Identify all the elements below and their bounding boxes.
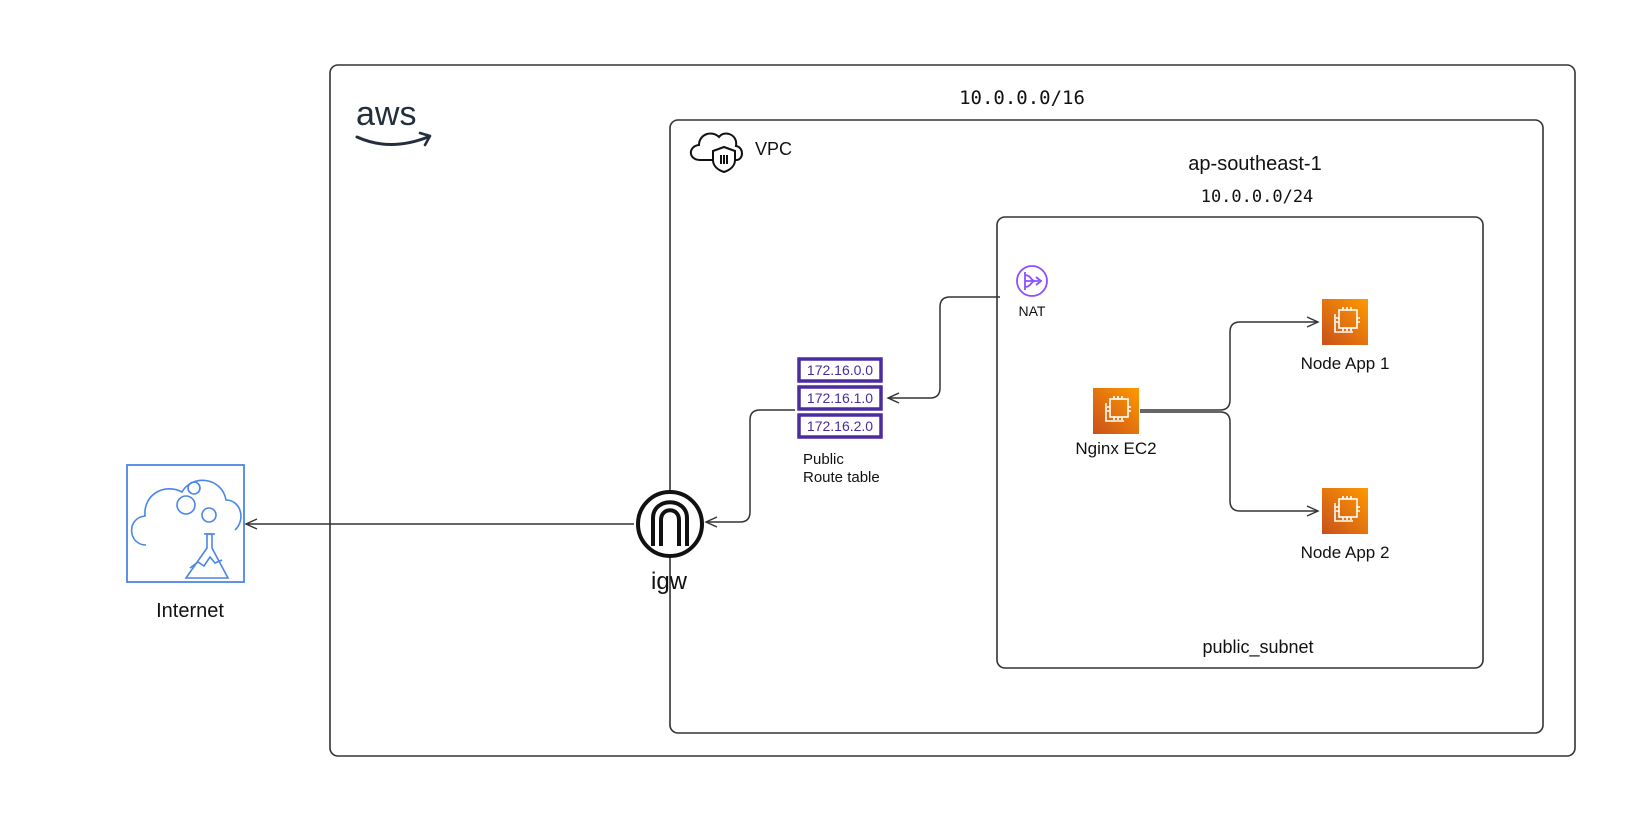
aws-logo: aws [355,95,432,147]
region-label: ap-southeast-1 [1188,153,1321,175]
route-table-label-line1: Public [803,451,844,468]
node-app-1-icon [1321,298,1369,346]
internet-cloud-lab-icon [126,464,245,583]
subnet-name-label: public_subnet [1202,637,1313,658]
node-app-2-icon [1321,487,1369,535]
igw-label: igw [651,568,688,595]
internet-label: Internet [156,600,224,622]
subnet-cidr-label: 10.0.0.0/24 [1201,187,1314,207]
vpc-label: VPC [755,139,792,159]
svg-text:172.16.2.0: 172.16.2.0 [807,418,873,434]
aws-smile-icon [355,135,430,146]
connector-nat-routetable [886,296,1000,404]
nat-label: NAT [1019,303,1046,319]
aws-cloud-box [329,64,1576,757]
node-app-1-label: Node App 1 [1301,354,1390,373]
route-entry: 172.16.0.0 [797,357,883,383]
public-subnet-box [996,216,1484,669]
nginx-ec2-icon [1092,387,1140,435]
svg-text:172.16.0.0: 172.16.0.0 [807,362,873,378]
route-table-icon: 172.16.0.0 172.16.1.0 172.16.2.0 [797,357,883,439]
route-entry: 172.16.2.0 [797,413,883,439]
vpc-box [669,119,1544,734]
nginx-label: Nginx EC2 [1075,439,1156,458]
aws-logo-text: aws [356,95,416,133]
svg-text:172.16.1.0: 172.16.1.0 [807,390,873,406]
node-app-2-label: Node App 2 [1301,543,1390,562]
internet-gateway-icon [636,490,704,558]
vpc-cloud-shield-icon [689,132,743,174]
connector-nginx-nodeapp1 [1140,316,1320,411]
connector-nginx-nodeapp2 [1140,411,1320,517]
connector-routetable-igw [704,409,795,528]
route-table-label-line2: Route table [803,469,880,486]
route-entry: 172.16.1.0 [797,385,883,411]
nat-gateway-icon [1016,265,1048,297]
outer-cidr-label: 10.0.0.0/16 [959,87,1085,109]
